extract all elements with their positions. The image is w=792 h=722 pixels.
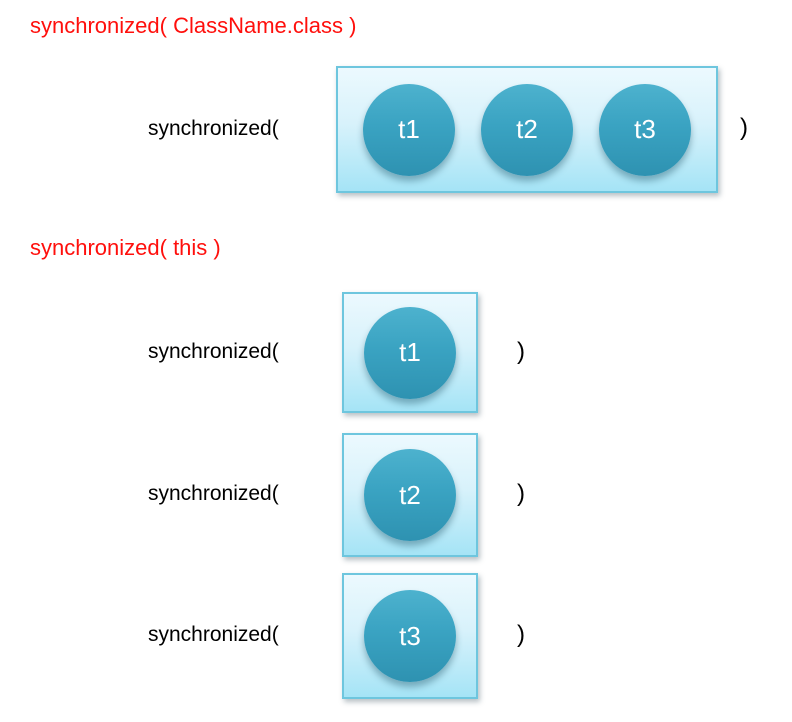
lock-box-this-t3: t3 [342,573,478,699]
lock-box-this-t1: t1 [342,292,478,413]
close-paren: ) [517,338,525,365]
sync-open-label: synchronized( [148,482,279,505]
thread-label: t1 [399,337,421,367]
thread-circle-t2: t2 [364,449,456,541]
section-heading-classname: synchronized( ClassName.class ) [30,13,357,38]
close-paren: ) [517,480,525,507]
close-paren: ) [740,114,748,141]
thread-circle-t3: t3 [364,590,456,682]
thread-label: t2 [399,479,421,510]
sync-open-label: synchronized( [148,623,279,646]
thread-circle-t3: t3 [599,83,691,176]
section-heading-this: synchronized( this ) [30,235,221,260]
thread-circle-t1: t1 [363,83,455,176]
lock-box-this-t2: t2 [342,433,478,557]
thread-label: t1 [398,114,420,144]
thread-label: t3 [634,114,656,144]
sync-open-label: synchronized( [148,340,279,363]
thread-label: t2 [516,114,538,144]
sync-open-label: synchronized( [148,117,279,140]
thread-circle-t2: t2 [481,83,573,176]
thread-label: t3 [399,620,421,651]
lock-box-classname: t1 t2 t3 [336,66,718,193]
thread-circle-t1: t1 [364,306,456,399]
close-paren: ) [517,621,525,648]
